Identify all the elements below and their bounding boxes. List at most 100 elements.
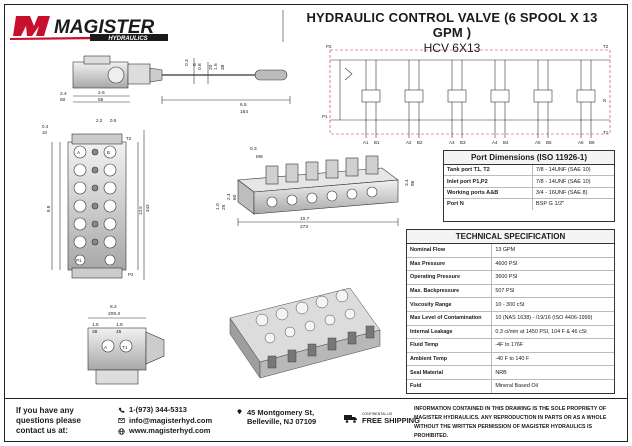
website-link[interactable]: www.magisterhyd.com: [129, 426, 211, 435]
dim-iso-len: 10.7: [300, 216, 310, 222]
dim-top-d6: 38: [220, 64, 226, 70]
spec-value: -40 F to 140 F: [491, 352, 614, 367]
dim-side-4: 38: [92, 329, 98, 335]
dim-iso-x2: M8: [256, 154, 263, 160]
web-row: www.magisterhyd.com: [118, 426, 212, 437]
iso-view: [237, 155, 399, 226]
spec-title: TECHNICAL SPECIFICATION: [407, 230, 614, 244]
spec-value: 4600 PSI: [491, 257, 614, 272]
schem-a4: A4: [492, 140, 498, 145]
port-value: BSP G 1/2": [535, 201, 565, 208]
email-row: info@magisterhyd.com: [118, 416, 212, 427]
port-a-label: A: [77, 150, 80, 155]
port-key: Port N: [444, 198, 533, 210]
shipping-region: CONTINENTAL US: [362, 412, 393, 416]
spec-key: Max. Backpressure: [407, 284, 493, 299]
phone-icon: [118, 407, 125, 413]
dim-side-5: 1.8: [116, 322, 123, 328]
schem-p2: P2: [326, 44, 332, 49]
port-dimensions-table: Port Dimensions (ISO 11926-1) Tank port …: [443, 150, 615, 222]
spec-value: 10 - 300 cSt: [491, 297, 614, 312]
port-p1-label: P1: [76, 258, 82, 263]
dim-iso-h3: 2.4: [226, 193, 232, 200]
spec-key: Max Level of Contamination: [407, 311, 493, 326]
drawing-sheet: [4, 4, 628, 442]
logo-text: MAGISTER: [54, 17, 155, 38]
title-block: HYDRAULIC CONTROL VALVE (6 SPOOL X 13 GP…: [292, 10, 612, 55]
dim-iso-h5: 1.0: [215, 203, 221, 210]
port-t2-label: T2: [126, 136, 132, 141]
dim-front-e: 10: [42, 130, 48, 135]
schem-p1: P1: [322, 114, 328, 119]
port-key: Working ports A&B: [444, 187, 533, 200]
shipping-text: CONTINENTAL US FREE SHIPPING: [362, 412, 420, 425]
dim-top-width-in: 164: [240, 109, 248, 115]
dim-top-3: 2.6: [98, 90, 105, 96]
shipping-label: FREE SHIPPING: [362, 416, 420, 425]
schem-a6: A6: [578, 140, 584, 145]
phone-row: 1-(973) 344-5313: [118, 405, 212, 416]
phone-link[interactable]: 1-(973) 344-5313: [129, 405, 187, 414]
dim-iso-h6: 25: [221, 204, 227, 210]
logo-sub: HYDRAULICS: [108, 36, 147, 42]
dim-top-d4: 20: [208, 64, 214, 70]
dim-front-d: 0.4: [42, 124, 49, 129]
schem-t1: T1: [603, 130, 609, 135]
port-a-side: A: [104, 345, 108, 351]
spec-value: 10 (NAS 1638) - /19/16 (ISO 4406-1999): [491, 311, 614, 326]
port-dimensions-title: Port Dimensions (ISO 11926-1): [444, 151, 614, 165]
spec-value: Mineral Based Oil: [495, 383, 538, 390]
dim-iso-h2: 86: [410, 180, 416, 186]
schem-b4: B4: [503, 140, 509, 145]
side-view: [87, 317, 165, 385]
truck-icon: [344, 415, 357, 423]
spec-key: Internal Leakage: [407, 325, 493, 340]
spec-key: Fluid Temp: [407, 338, 493, 353]
hydraulic-schematic: [329, 49, 611, 138]
email-icon: [118, 418, 125, 424]
dim-top-d2: 8: [192, 63, 198, 66]
dim-side-1: 8.2: [110, 304, 117, 310]
render-view: [229, 287, 381, 379]
contact-prompt: If you have any questions please contact…: [16, 406, 81, 435]
dim-front-a: 8.8: [46, 205, 51, 212]
dim-front-c: 343: [145, 204, 150, 212]
dim-front-g: 2.2: [96, 118, 103, 123]
schem-a2: A2: [406, 140, 412, 145]
spec-key: Ambient Temp: [407, 352, 493, 367]
schem-b1: B1: [374, 140, 380, 145]
port-key: Tank port T1, T2: [444, 165, 533, 177]
dim-top-d5: 1.5: [213, 63, 219, 70]
page-title: HYDRAULIC CONTROL VALVE (6 SPOOL X 13 GP…: [306, 10, 598, 40]
email-link[interactable]: info@magisterhyd.com: [129, 415, 213, 425]
schem-a3: A3: [449, 140, 455, 145]
globe-icon: [118, 428, 125, 435]
dim-iso-h4: 60: [232, 194, 238, 200]
spec-key: Viscosity Range: [407, 297, 493, 312]
spec-key: Seal Material: [407, 365, 493, 380]
port-value: 3/4 - 16UNF (SAE 8): [532, 187, 614, 200]
dim-side-2: 209.3: [108, 311, 120, 317]
spec-value: 13 GPM: [491, 244, 614, 258]
table-row: Fluid Temp-4F to 176F: [407, 338, 614, 353]
port-b-label: B: [107, 150, 110, 155]
dim-side-3: 1.5: [92, 322, 99, 328]
legal-notice: INFORMATION CONTAINED IN THIS DRAWING IS…: [414, 406, 607, 439]
magister-logo: MAGISTER HYDRAULICS: [10, 16, 168, 42]
dim-top-2: 60: [60, 97, 66, 103]
location-pin-icon: [237, 409, 242, 415]
address-text: 45 Montgomery St, Belleville, NJ 07109: [247, 408, 317, 426]
schem-b2: B2: [417, 140, 423, 145]
dim-front-b: 13.5: [138, 206, 143, 215]
address-block: 45 Montgomery St, Belleville, NJ 07109: [236, 408, 329, 426]
dim-iso-h1: 3.4: [404, 179, 410, 186]
